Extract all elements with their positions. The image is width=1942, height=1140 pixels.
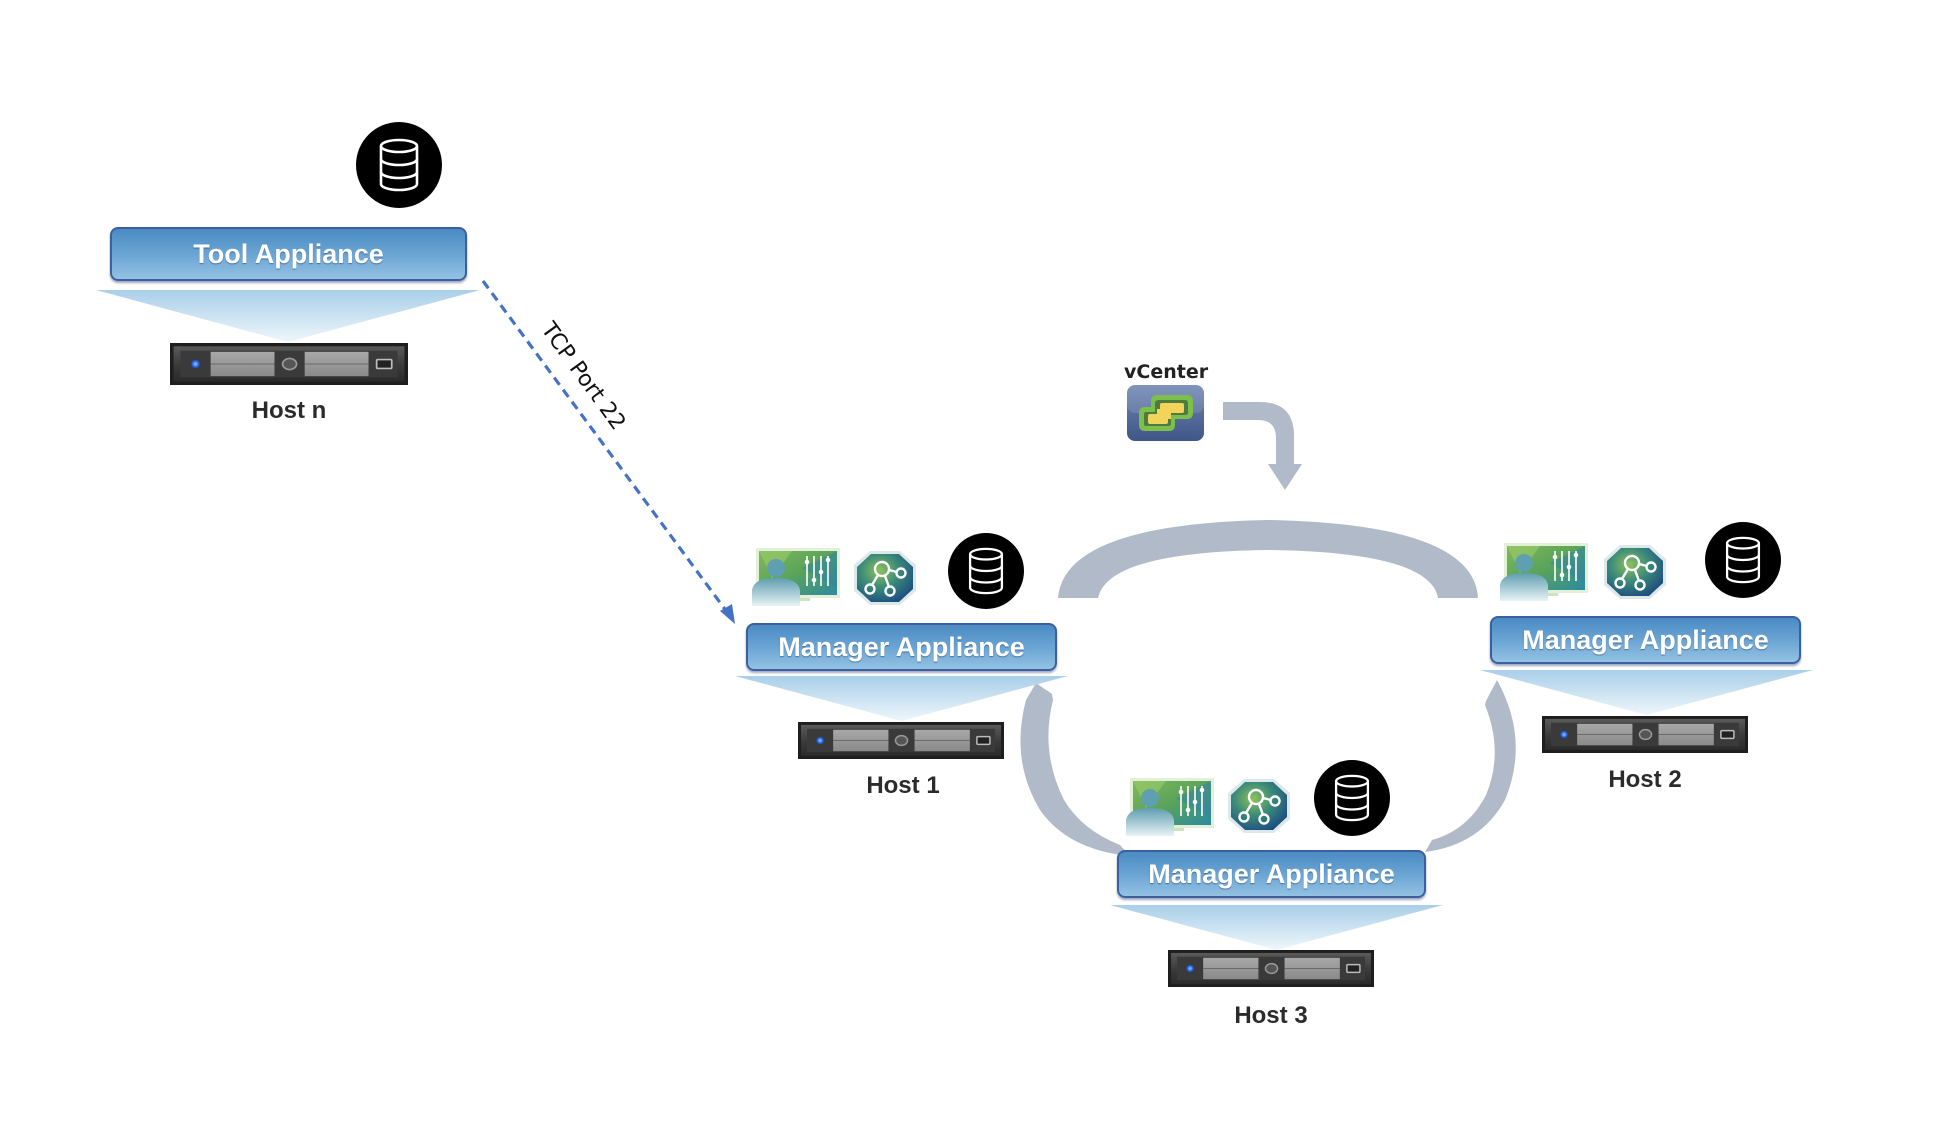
tool-appliance-box[interactable]: Tool Appliance [110, 227, 467, 281]
host-label: Host 3 [1234, 1002, 1308, 1029]
cluster-arc-top [1058, 520, 1478, 598]
manager-appliance-label: Manager Appliance [1148, 858, 1395, 889]
tcp-dashed-arrow [481, 280, 735, 624]
server-icon [798, 722, 1004, 759]
manager-appliance-box[interactable]: Manager Appliance [746, 623, 1057, 671]
funnel-shape [96, 290, 480, 342]
cluster-arc-right [1425, 680, 1516, 852]
host-label: Host n [251, 397, 327, 424]
database-icon [948, 533, 1024, 609]
vcenter-icon [1127, 385, 1204, 441]
cluster-arc-left [1020, 683, 1130, 856]
network-globe-icon [1226, 777, 1292, 835]
server-icon [1542, 716, 1748, 753]
funnel-shape [1480, 670, 1813, 715]
network-globe-icon [1602, 543, 1668, 601]
manager-appliance-box[interactable]: Manager Appliance [1117, 850, 1426, 898]
funnel-shape [735, 676, 1068, 721]
manager-appliance-label: Manager Appliance [1522, 624, 1769, 655]
database-icon [1705, 522, 1781, 598]
manager-appliance-label: Manager Appliance [778, 631, 1025, 662]
server-icon [1168, 950, 1374, 987]
tool-appliance-label: Tool Appliance [193, 238, 384, 269]
host-label: Host 1 [866, 772, 940, 799]
monitor-user-icon [1126, 778, 1216, 836]
arrowhead-icon [720, 604, 735, 624]
vcenter-arrow [1223, 402, 1302, 490]
host-label: Host 2 [1608, 766, 1682, 793]
database-icon [356, 122, 442, 208]
funnel-shape [1110, 905, 1443, 950]
monitor-user-icon [1500, 543, 1590, 601]
database-icon [1314, 760, 1390, 836]
vcenter-label: vCenter [1124, 361, 1209, 383]
network-globe-icon [852, 549, 918, 607]
monitor-user-icon [752, 548, 842, 606]
server-icon [170, 343, 408, 385]
manager-appliance-box[interactable]: Manager Appliance [1490, 616, 1801, 664]
